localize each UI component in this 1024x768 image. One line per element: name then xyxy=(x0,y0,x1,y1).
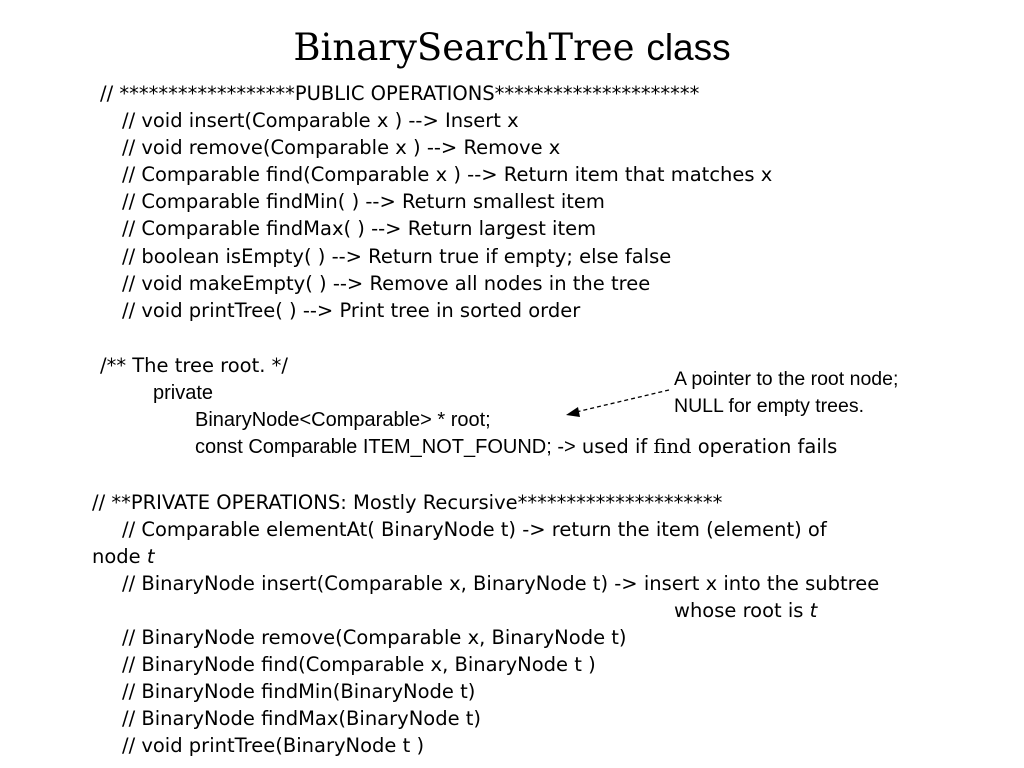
item-not-found-declaration: const Comparable ITEM_NOT_FOUND; -> used… xyxy=(195,434,837,460)
const-note-find: find xyxy=(653,435,692,458)
annotation-arrow-line xyxy=(575,389,670,413)
const-note-pre: used if xyxy=(581,435,648,458)
root-declaration: BinaryNode<Comparable> * root; xyxy=(195,409,491,431)
root-pointer-annotation: A pointer to the root node; NULL for emp… xyxy=(674,366,898,420)
public-op-findmax: // Comparable findMax( ) --> Return larg… xyxy=(122,217,597,240)
private-op-remove: // BinaryNode remove(Comparable x, Binar… xyxy=(122,626,627,649)
annotation-line-2: NULL for empty trees. xyxy=(674,395,865,417)
public-op-findmin: // Comparable findMin( ) --> Return smal… xyxy=(122,190,605,213)
private-ops-header: // **PRIVATE OPERATIONS: Mostly Recursiv… xyxy=(92,491,723,514)
private-op-printtree: // void printTree(BinaryNode t ) xyxy=(122,734,425,757)
private-op-elementat: // Comparable elementAt( BinaryNode t) -… xyxy=(122,518,827,541)
public-op-find: // Comparable find(Comparable x ) --> Re… xyxy=(122,163,773,186)
private-op-elementat-cont: node t xyxy=(92,544,155,570)
annotation-line-1: A pointer to the root node; xyxy=(674,368,899,390)
public-op-insert: // void insert(Comparable x ) --> Insert… xyxy=(122,109,519,132)
elementat-cont-text: node xyxy=(92,545,141,568)
private-op-findmin: // BinaryNode findMin(BinaryNode t) xyxy=(122,680,476,703)
private-op-insert: // BinaryNode insert(Comparable x, Binar… xyxy=(122,572,880,595)
const-decl: const Comparable ITEM_NOT_FOUND; -> xyxy=(195,436,576,458)
public-ops-header: // ******************PUBLIC OPERATIONS**… xyxy=(100,82,700,105)
private-op-find: // BinaryNode find(Comparable x, BinaryN… xyxy=(122,653,596,676)
public-op-makeempty: // void makeEmpty( ) --> Remove all node… xyxy=(122,272,651,295)
private-op-findmax: // BinaryNode findMax(BinaryNode t) xyxy=(122,707,482,730)
private-keyword: private xyxy=(153,382,214,404)
public-op-remove: // void remove(Comparable x ) --> Remove… xyxy=(122,136,561,159)
slide-title: BinarySearchTree class xyxy=(0,26,1024,70)
insert-cont-text: whose root is xyxy=(674,599,804,622)
public-op-printtree: // void printTree( ) --> Print tree in s… xyxy=(122,299,581,322)
elementat-cont-var: t xyxy=(146,545,155,568)
tree-root-comment: /** The tree root. */ xyxy=(100,354,288,377)
title-class-word: class xyxy=(646,27,731,68)
annotation-arrow-head xyxy=(566,407,580,417)
title-class-name: BinarySearchTree xyxy=(293,26,635,69)
insert-cont-var: t xyxy=(809,599,818,622)
private-op-insert-cont: whose root is t xyxy=(674,598,817,624)
const-note-post: operation fails xyxy=(697,435,838,458)
public-op-isempty: // boolean isEmpty( ) --> Return true if… xyxy=(122,245,672,268)
